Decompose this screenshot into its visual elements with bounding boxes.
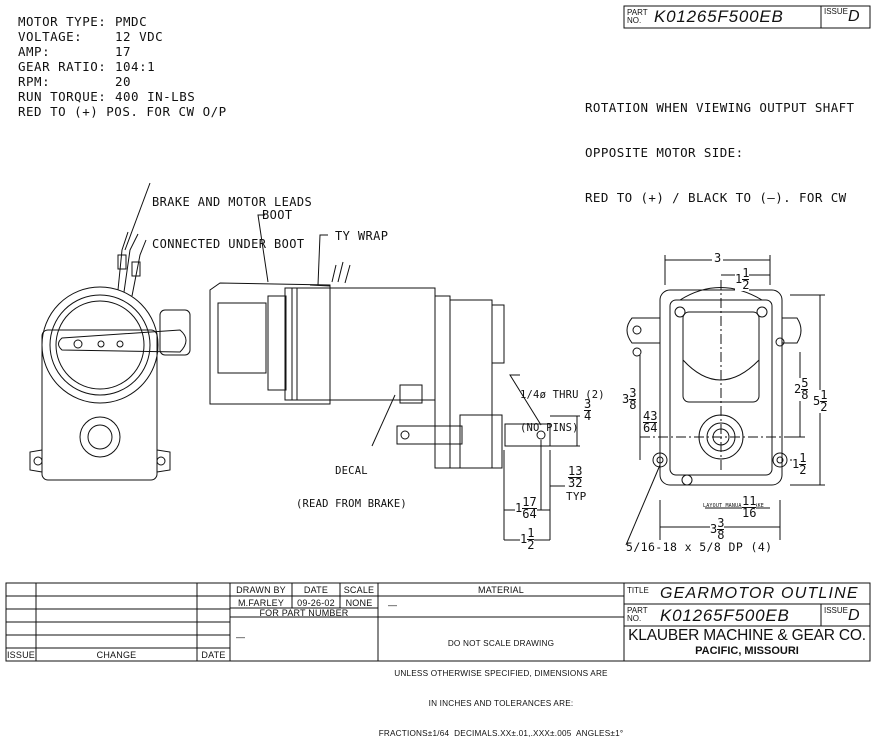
part-no-label: PART NO.	[627, 8, 648, 25]
spec-value: 104:1	[115, 59, 156, 74]
drawing-linework	[5, 5, 871, 662]
label-typ: TYP	[566, 490, 587, 503]
tb-part-ref: —	[236, 632, 246, 642]
spec-key: VOLTAGE:	[18, 29, 83, 44]
tb-scale-label: SCALE	[343, 585, 375, 595]
spec-key: RUN TORQUE:	[18, 89, 107, 104]
tb-rev-date-col: DATE	[201, 650, 226, 660]
spec-value: PMDC	[115, 14, 148, 29]
motor-specs: MOTOR TYPE: PMDC VOLTAGE: 12 VDC AMP: 17 GE…	[18, 14, 227, 119]
rotation-line: RED TO (+) / BLACK TO (–). FOR CW	[585, 190, 847, 205]
tb-location: PACIFIC, MISSOURI	[695, 645, 799, 657]
issue-value-header: D	[848, 8, 860, 25]
spec-value: 400 IN-LBS	[115, 89, 196, 104]
tb-part-number: K01265F500EB	[660, 606, 790, 625]
spec-key: MOTOR TYPE:	[18, 14, 107, 29]
spec-row: RUN TORQUE: 400 IN-LBS	[18, 89, 227, 104]
spec-key: GEAR RATIO:	[18, 59, 107, 74]
spec-value: 12 VDC	[115, 29, 164, 44]
rotation-note: ROTATION WHEN VIEWING OUTPUT SHAFT OPPOS…	[585, 70, 854, 220]
callout-brake-leads: BRAKE AND MOTOR LEADS CONNECTED UNDER BO…	[152, 195, 313, 251]
tb-title-label: TITLE	[627, 586, 649, 595]
tb-rev-change-col: CHANGE	[96, 650, 137, 660]
end-view-brake	[29, 182, 191, 481]
tb-tolerance-notes: DO NOT SCALE DRAWING UNLESS OTHERWISE SP…	[378, 639, 624, 738]
tb-date-label: DATE	[303, 585, 329, 595]
tb-material: —	[388, 600, 398, 610]
rotation-line: OPPOSITE MOTOR SIDE:	[585, 145, 744, 160]
dim-3: 3	[712, 251, 724, 265]
spec-key: AMP:	[18, 44, 51, 59]
spec-row: MOTOR TYPE: PMDC	[18, 14, 227, 29]
tb-scale: NONE	[345, 598, 373, 608]
tb-material-label: MATERIAL	[478, 585, 524, 595]
issue-label-header: ISSUE	[824, 7, 849, 16]
part-number-header: K01265F500EB	[654, 7, 784, 26]
tb-title: GEARMOTOR OUTLINE	[660, 585, 859, 602]
tb-drawn-by-label: DRAWN BY	[236, 585, 286, 595]
rotation-line: ROTATION WHEN VIEWING OUTPUT SHAFT	[585, 100, 855, 115]
spec-row: GEAR RATIO: 104:1	[18, 59, 227, 74]
tb-date: 09-26-02	[297, 598, 335, 608]
spec-value: 17	[115, 44, 132, 59]
callout-boot: BOOT	[262, 208, 293, 222]
callout-decal: DECAL (READ FROM BRAKE)	[296, 465, 407, 510]
spec-value: 20	[115, 74, 132, 89]
tb-company: KLAUBER MACHINE & GEAR CO.	[628, 627, 866, 644]
tb-part-no-label: PART NO.	[627, 606, 648, 623]
callout-tap: 5/16-18 x 5/8 DP (4)	[626, 540, 773, 554]
spec-key: RPM:	[18, 74, 51, 89]
side-view-gearmotor	[209, 214, 580, 541]
tb-rev-issue-col: ISSUE	[6, 650, 35, 660]
callout-ty-wrap: TY WRAP	[335, 229, 389, 243]
spec-row: AMP: 17	[18, 44, 227, 59]
title-block-grid	[5, 582, 871, 662]
tb-for-part-number: FOR PART NUMBER	[259, 608, 349, 618]
spec-note: RED TO (+) POS. FOR CW O/P	[18, 104, 227, 119]
tb-drawn-by: M.FARLEY	[237, 598, 285, 608]
spec-row: RPM: 20	[18, 74, 227, 89]
callout-thru-holes: 1/4ø THRU (2) (NO PINS)	[520, 389, 605, 434]
tb-issue-value: D	[848, 607, 860, 624]
tb-issue-label: ISSUE	[824, 606, 849, 615]
spec-row: VOLTAGE: 12 VDC	[18, 29, 227, 44]
